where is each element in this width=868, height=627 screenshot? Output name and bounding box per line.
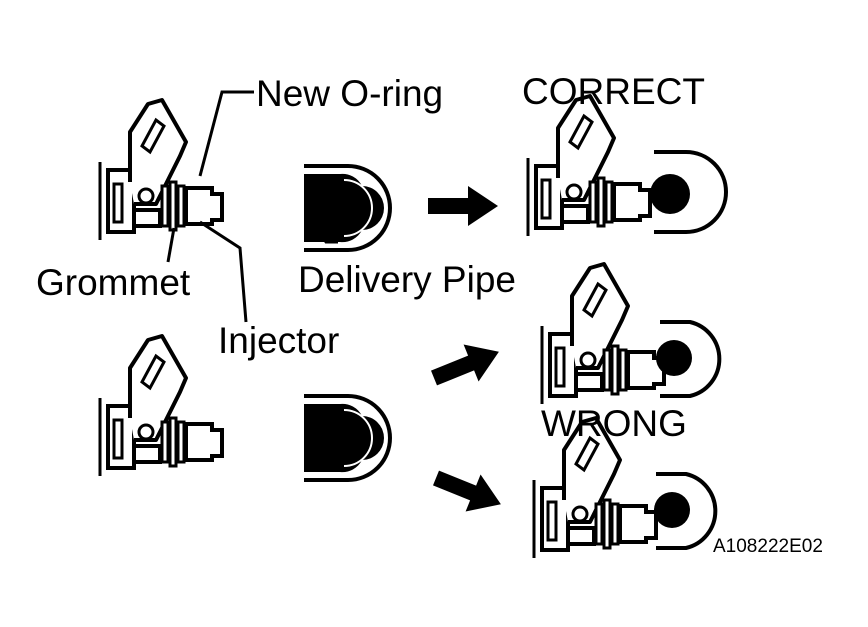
leader-delivery-pipe [312, 223, 338, 244]
arrow-up-right-icon [426, 333, 507, 397]
label-delivery-pipe: Delivery Pipe [298, 259, 516, 300]
injector-illustration-top [98, 98, 224, 242]
label-new-o-ring: New O-ring [256, 73, 444, 114]
arrow-right-icon [428, 186, 498, 226]
injector-illustration-bottom [98, 334, 224, 478]
assembly-wrong-1 [540, 262, 722, 406]
arrow-down-right-icon [428, 459, 509, 523]
label-wrong: WRONG [541, 403, 687, 444]
leader-injector [199, 220, 248, 323]
label-correct: CORRECT [522, 71, 705, 112]
delivery-pipe-cap-top [302, 164, 392, 252]
figure-reference-id: A108222E02 [713, 536, 823, 557]
label-grommet: Grommet [36, 262, 191, 303]
assembly-correct [526, 94, 728, 238]
leader-new-o-ring [198, 90, 254, 177]
assembly-wrong-2 [532, 416, 718, 560]
delivery-pipe-cap-bottom [302, 394, 392, 482]
label-injector: Injector [218, 320, 340, 361]
leader-grommet [166, 227, 176, 263]
